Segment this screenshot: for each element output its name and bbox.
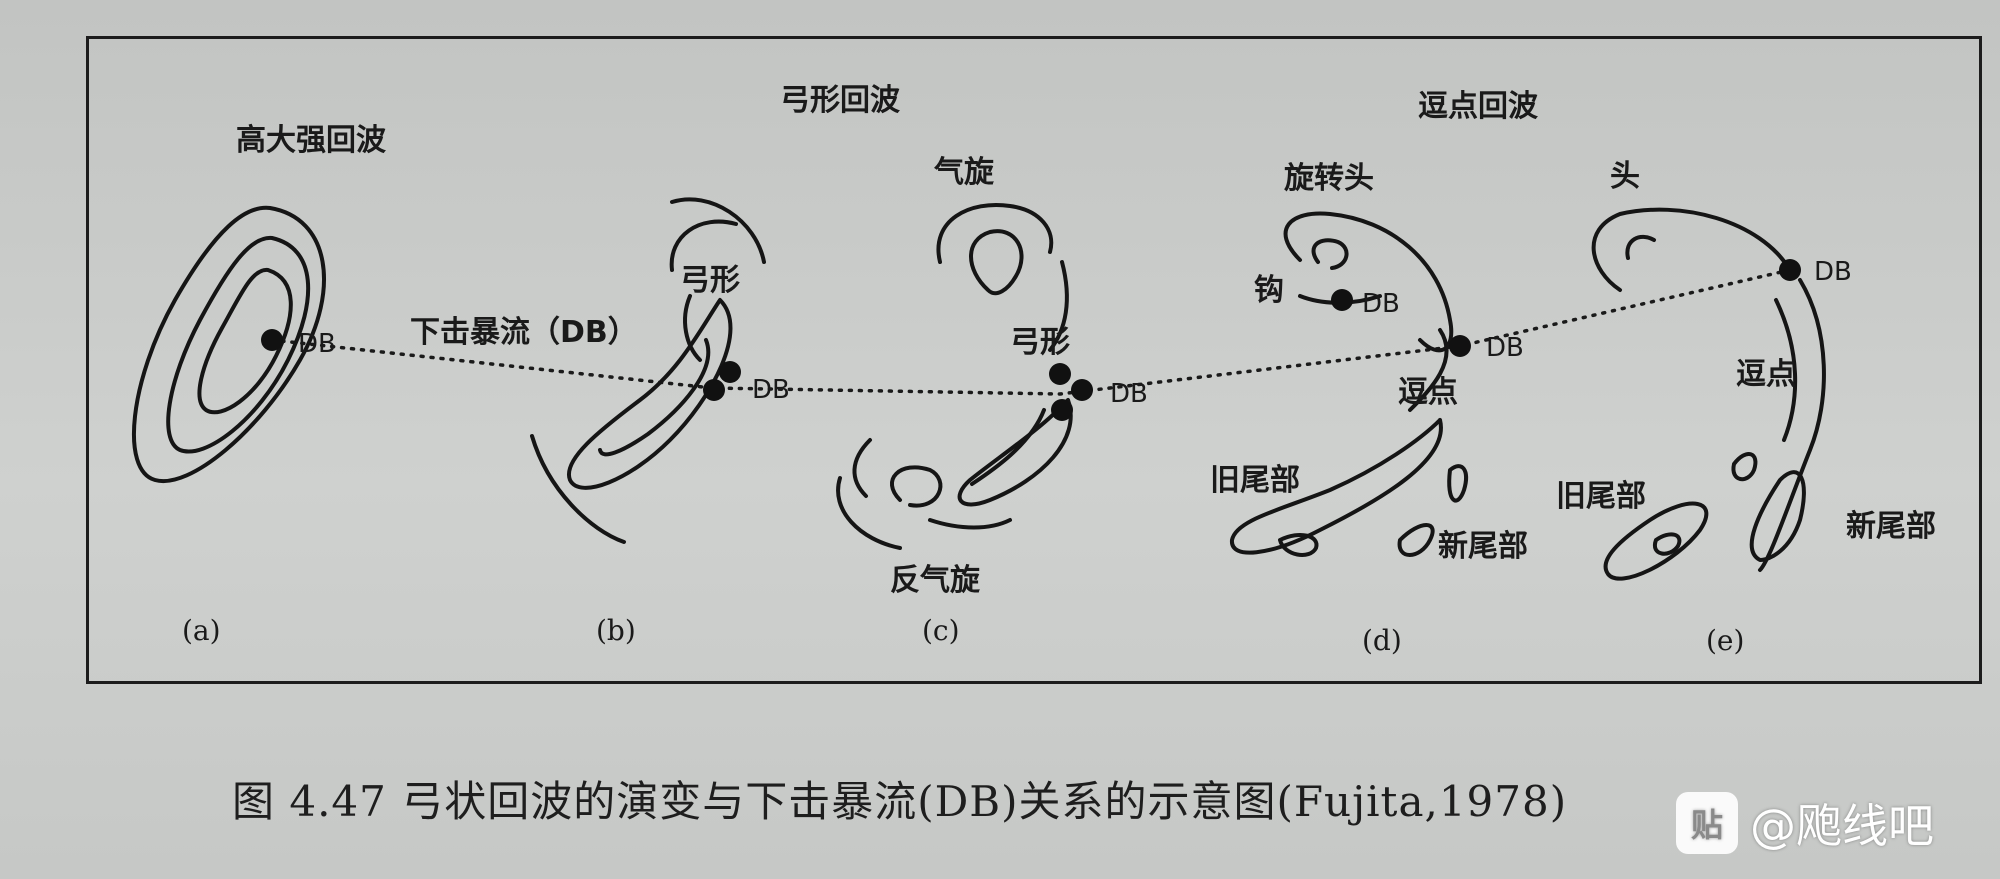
label-b-bow: 弓形 <box>680 263 740 298</box>
head-e-outer <box>1591 207 1792 292</box>
db-dot-e <box>1779 259 1801 281</box>
db-label-hook: DB <box>1362 289 1400 319</box>
panel-c-echo: 气旋 弓形 反气旋 DB <box>836 155 1148 598</box>
anticyclone-arc-2 <box>852 438 872 498</box>
panel-d-echo: 旋转头 钩 DB DB 逗点 旧尾部 新尾部 <box>1210 161 1528 564</box>
comma-body <box>1408 328 1449 412</box>
arc-top <box>670 197 766 264</box>
body-e-inner <box>1774 298 1798 442</box>
bow-echo-diagram: 高大强回波 弓形回波 逗点回波 DB 弓形 下击暴流（DB） DB <box>131 83 1936 657</box>
db-label-b: DB <box>752 375 790 405</box>
label-c-anticyclone: 反气旋 <box>890 563 980 598</box>
db-dot-d <box>1449 335 1471 357</box>
trailing-arc <box>530 434 626 544</box>
old-tail-outer <box>1230 418 1443 555</box>
label-e-new-tail: 新尾部 <box>1846 509 1936 544</box>
db-dot-c3 <box>1051 399 1073 421</box>
db-dot-a <box>261 329 283 351</box>
label-e-head: 头 <box>1610 159 1640 194</box>
head-e-inner <box>1625 234 1656 260</box>
watermark-text: @飑线吧 <box>1750 799 1934 853</box>
bow-c-outer <box>957 398 1073 507</box>
db-dot-c1 <box>1049 363 1071 385</box>
old-tail-e <box>1603 501 1709 581</box>
db-dot-b1 <box>719 361 741 383</box>
panel-a-echo: DB <box>131 205 336 484</box>
db-label-d: DB <box>1486 333 1524 363</box>
heading-tall-echo: 高大强回波 <box>236 123 387 158</box>
db-label-e: DB <box>1814 257 1852 287</box>
head-outer <box>1283 211 1454 353</box>
cyclone-outer <box>936 203 1054 264</box>
db-dot-b2 <box>703 379 725 401</box>
label-c-cyclone: 气旋 <box>934 155 994 190</box>
panel-label-a: (a) <box>182 614 221 647</box>
contour-middle <box>166 235 311 454</box>
cyclone-arc <box>1048 260 1069 352</box>
db-label-c: DB <box>1110 379 1148 409</box>
label-d-comma: 逗点 <box>1398 375 1458 410</box>
figure-frame <box>86 36 1982 684</box>
panel-b-echo: 弓形 下击暴流（DB） DB <box>410 197 790 544</box>
panel-e-echo: 头 DB 逗点 旧尾部 新尾部 <box>1556 159 1936 581</box>
new-tail-e <box>1749 470 1806 562</box>
head-inner <box>1311 238 1349 270</box>
panel-label-b: (b) <box>596 614 636 647</box>
anticyclone-arc-1 <box>836 476 902 550</box>
label-e-comma: 逗点 <box>1736 357 1796 392</box>
label-c-bow: 弓形 <box>1010 325 1070 360</box>
anticyclone-loop <box>890 465 943 508</box>
contour-outer <box>131 205 326 484</box>
label-d-new-tail: 新尾部 <box>1438 529 1528 564</box>
label-d-old-tail: 旧尾部 <box>1210 463 1300 498</box>
tail-blob-1 <box>1447 464 1469 503</box>
label-d-hook: 钩 <box>1254 273 1284 308</box>
body-e-outer <box>1758 278 1826 572</box>
label-e-old-tail: 旧尾部 <box>1556 479 1646 514</box>
bow-inner <box>598 338 711 457</box>
anticyclone-arc-3 <box>928 518 1012 530</box>
old-tail-e-inner <box>1652 532 1682 556</box>
panel-label-e: (e) <box>1706 624 1744 657</box>
heading-comma-echo: 逗点回波 <box>1418 89 1539 124</box>
old-tail-inner <box>1278 532 1319 557</box>
arc-left <box>683 294 702 362</box>
panel-label-d: (d) <box>1362 624 1402 657</box>
label-d-rotating-head: 旋转头 <box>1284 161 1374 196</box>
db-dot-hook <box>1331 289 1353 311</box>
cyclone-inner <box>969 229 1024 296</box>
arc-upper <box>669 219 738 272</box>
tieba-logo-icon: 贴 <box>1676 792 1738 854</box>
blob-e <box>1731 452 1758 481</box>
panel-label-c: (c) <box>922 614 960 647</box>
heading-bow-echo: 弓形回波 <box>780 83 901 118</box>
figure-caption: 图 4.47 弓状回波的演变与下击暴流(DB)关系的示意图(Fujita,197… <box>232 777 1568 826</box>
db-label-a: DB <box>298 329 336 359</box>
new-tail <box>1397 523 1435 557</box>
downburst-track <box>270 268 1792 396</box>
db-dot-c2 <box>1071 379 1093 401</box>
watermark: 贴 @飑线吧 <box>1676 790 1934 856</box>
bow-c-inner <box>970 408 1046 486</box>
label-downburst: 下击暴流（DB） <box>410 315 638 350</box>
contour-inner <box>197 267 293 415</box>
